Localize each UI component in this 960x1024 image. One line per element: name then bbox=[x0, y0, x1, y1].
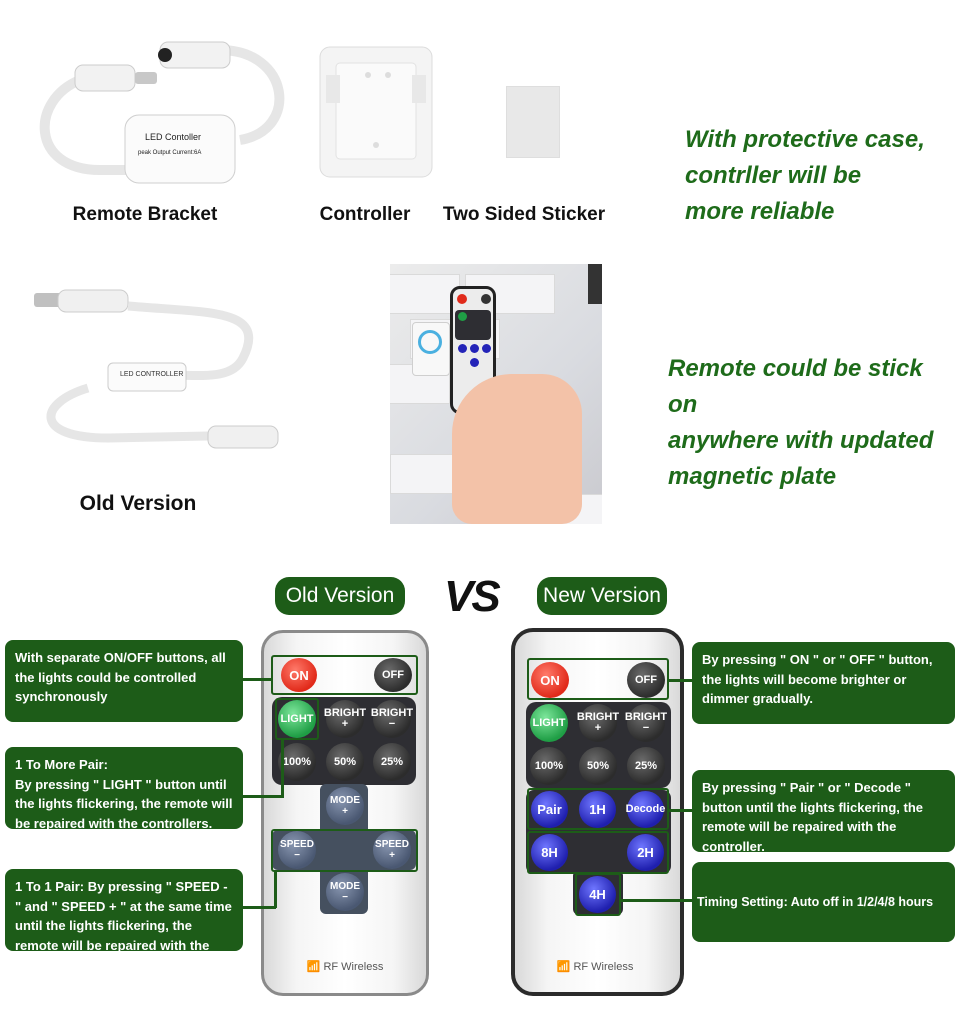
new-8h-button[interactable]: 8H bbox=[531, 834, 568, 871]
new-pair-connector bbox=[669, 809, 692, 812]
old-pair-title: 1 To More Pair: bbox=[15, 757, 108, 772]
old-onoff-callout: With separate ON/OFF buttons, all the li… bbox=[5, 640, 243, 722]
new-light-button[interactable]: LIGHT bbox=[530, 704, 568, 742]
new-4h-highlight bbox=[575, 873, 621, 916]
new-rf-wireless-label: 📶 RF Wireless bbox=[545, 960, 645, 973]
old-bright-plus-button[interactable]: BRIGHT + bbox=[323, 700, 367, 738]
old-pair-connector-vertical bbox=[281, 740, 284, 798]
new-bright-minus-label: BRIGHT bbox=[624, 711, 668, 723]
old-pair-connector bbox=[243, 795, 283, 798]
old-speed-plus-button[interactable]: SPEED + bbox=[373, 831, 411, 869]
old-version-image: LED CONTROLLER bbox=[34, 289, 279, 449]
old-bright-plus-sign: + bbox=[341, 718, 349, 730]
old-mode-minus-sign: − bbox=[342, 892, 348, 903]
controller-label-line1: LED Contoller bbox=[145, 132, 201, 142]
new-pair-button[interactable]: Pair bbox=[531, 791, 568, 828]
old-speed-minus-label: SPEED bbox=[280, 839, 314, 850]
old-speed-minus-button[interactable]: SPEED − bbox=[278, 831, 316, 869]
old-mode-plus-sign: + bbox=[342, 806, 348, 817]
new-bright-plus-sign: + bbox=[594, 722, 602, 734]
old-light-highlight bbox=[275, 698, 319, 740]
old-speed-connector bbox=[243, 906, 276, 909]
old-bright-minus-button[interactable]: BRIGHT − bbox=[370, 700, 414, 738]
old-speed-minus-sign: − bbox=[294, 850, 300, 861]
new-2h-button[interactable]: 2H bbox=[627, 834, 664, 871]
old-version-label: Old Version bbox=[275, 577, 405, 615]
promo-line: magnetic plate bbox=[668, 463, 837, 490]
new-50-button[interactable]: 50% bbox=[579, 747, 617, 785]
old-speed-callout: 1 To 1 Pair: By pressing " SPEED - " and… bbox=[5, 869, 243, 972]
old-mode-minus-button[interactable]: MODE − bbox=[326, 873, 364, 911]
remote-bracket-image: LED Contoller peak Output Current:6A bbox=[39, 41, 285, 184]
old-bright-minus-sign: − bbox=[388, 718, 396, 730]
old-speed-connector-vertical bbox=[274, 872, 277, 908]
sticker-image bbox=[506, 86, 560, 158]
old-pair-callout: 1 To More Pair: By pressing " LIGHT " bu… bbox=[5, 747, 243, 831]
old-light-button[interactable]: LIGHT bbox=[278, 700, 316, 738]
new-4h-button[interactable]: 4H bbox=[579, 876, 616, 913]
old-bright-minus-label: BRIGHT bbox=[370, 707, 414, 719]
new-onoff-callout: By pressing " ON " or " OFF " button, th… bbox=[692, 642, 955, 724]
promo-line: Remote could be stick on bbox=[668, 355, 923, 418]
new-off-button[interactable]: OFF bbox=[627, 662, 665, 698]
old-pair-body: By pressing " LIGHT " button until the l… bbox=[15, 776, 233, 831]
old-onoff-highlight bbox=[271, 655, 418, 695]
promo-line: With protective case, bbox=[685, 126, 925, 153]
old-mode-plus-label: MODE bbox=[330, 795, 360, 806]
new-bright-plus-button[interactable]: BRIGHT + bbox=[576, 704, 620, 742]
promo-line: anywhere with updated bbox=[668, 427, 934, 454]
sticker-caption: Two Sided Sticker bbox=[442, 204, 606, 225]
remote-on-wall-photo bbox=[390, 264, 602, 524]
old-speed-plus-label: SPEED bbox=[375, 839, 409, 850]
new-pair-highlight bbox=[527, 788, 669, 830]
promo-line: more reliable bbox=[685, 198, 835, 225]
wifi-icon: 📶 bbox=[556, 961, 571, 973]
old-version-caption: Old Version bbox=[79, 492, 197, 515]
new-timing-connector bbox=[621, 899, 692, 902]
old-100-button[interactable]: 100% bbox=[278, 743, 316, 781]
old-rf-wireless-label: 📶 RF Wireless bbox=[295, 960, 395, 973]
new-on-button[interactable]: ON bbox=[531, 662, 569, 698]
promo-line: contrller will be bbox=[685, 162, 862, 189]
new-25-button[interactable]: 25% bbox=[627, 747, 665, 785]
old-mode-plus-button[interactable]: MODE + bbox=[326, 787, 364, 825]
old-mode-minus-label: MODE bbox=[330, 881, 360, 892]
protective-case-promo: With protective case, contrller will be … bbox=[685, 122, 955, 230]
old-rf-text: RF Wireless bbox=[323, 961, 384, 973]
new-rf-text: RF Wireless bbox=[573, 961, 634, 973]
new-version-label: New Version bbox=[537, 577, 667, 615]
old-off-button[interactable]: OFF bbox=[374, 658, 412, 692]
old-speed-highlight bbox=[271, 829, 418, 872]
new-100-button[interactable]: 100% bbox=[530, 747, 568, 785]
new-bright-minus-button[interactable]: BRIGHT − bbox=[624, 704, 668, 742]
wifi-icon: 📶 bbox=[306, 961, 321, 973]
magnetic-plate-promo: Remote could be stick on anywhere with u… bbox=[668, 351, 958, 495]
new-onoff-highlight bbox=[527, 658, 669, 700]
old-25-button[interactable]: 25% bbox=[373, 743, 411, 781]
old-on-button[interactable]: ON bbox=[281, 658, 317, 692]
new-bright-minus-sign: − bbox=[642, 722, 650, 734]
controller-caption: Controller bbox=[319, 204, 411, 225]
new-timing-callout: Timing Setting: Auto off in 1/2/4/8 hour… bbox=[692, 862, 955, 942]
new-1h-button[interactable]: 1H bbox=[579, 791, 616, 828]
new-bright-plus-label: BRIGHT bbox=[576, 711, 620, 723]
new-onoff-connector bbox=[669, 679, 692, 682]
old-onoff-connector bbox=[243, 678, 271, 681]
new-decode-button[interactable]: Decode bbox=[626, 791, 665, 828]
remote-bracket-caption: Remote Bracket bbox=[72, 204, 218, 225]
old-controller-label: LED CONTROLLER bbox=[120, 371, 183, 378]
new-pair-callout: By pressing " Pair " or " Decode " butto… bbox=[692, 770, 955, 854]
old-bright-plus-label: BRIGHT bbox=[323, 707, 367, 719]
controller-label-line2: peak Output Current:6A bbox=[138, 150, 201, 156]
old-50-button[interactable]: 50% bbox=[326, 743, 364, 781]
vs-label: VS bbox=[444, 572, 501, 621]
new-timer-highlight bbox=[527, 831, 669, 874]
old-speed-plus-sign: + bbox=[389, 850, 395, 861]
controller-image bbox=[319, 46, 433, 178]
